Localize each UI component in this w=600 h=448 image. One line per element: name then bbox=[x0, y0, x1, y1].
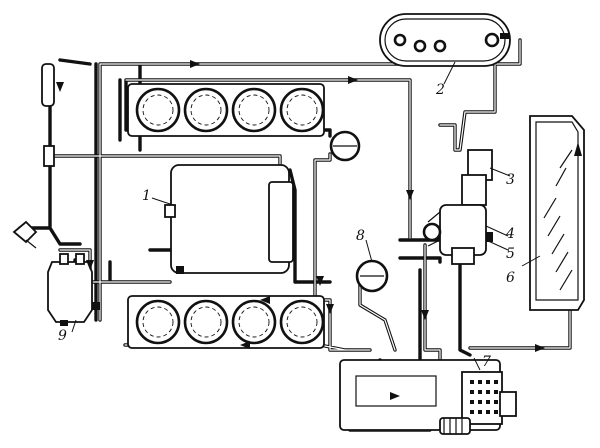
cylinder-wheel bbox=[279, 299, 325, 345]
label-2: 2 bbox=[435, 82, 445, 98]
cylinder-wheel bbox=[183, 87, 229, 133]
label-6: 6 bbox=[506, 270, 515, 286]
callout-labels: 1 2 3 4 5 6 7 8 9 bbox=[58, 82, 515, 370]
lower-cylinder-bank bbox=[127, 295, 325, 349]
cylinder-wheel bbox=[279, 87, 325, 133]
cylinder-wheel bbox=[135, 87, 181, 133]
upper-cylinder-bank bbox=[127, 83, 325, 137]
unit-3-4-5-valve-assembly bbox=[422, 149, 493, 265]
unit-8-pump bbox=[355, 259, 389, 293]
leader-lines bbox=[71, 61, 541, 371]
flow-arrows bbox=[56, 60, 545, 400]
label-4: 4 bbox=[505, 226, 515, 242]
cylinder-wheel bbox=[231, 299, 277, 345]
left-filter bbox=[12, 63, 55, 249]
label-3: 3 bbox=[506, 172, 515, 188]
label-9: 9 bbox=[58, 328, 67, 344]
label-1: 1 bbox=[142, 188, 151, 204]
label-7: 7 bbox=[482, 354, 491, 370]
unit-2-expansion-tank bbox=[379, 13, 511, 67]
cylinder-wheel bbox=[135, 299, 181, 345]
label-8: 8 bbox=[356, 228, 365, 244]
unit-6-radiator bbox=[529, 115, 585, 311]
label-5: 5 bbox=[506, 246, 515, 262]
unit-7-heat-exchanger bbox=[339, 359, 517, 435]
unit-9-tank bbox=[47, 253, 100, 326]
upper-pump bbox=[329, 130, 361, 162]
unit-1-block bbox=[164, 164, 294, 274]
cylinder-wheel bbox=[183, 299, 229, 345]
grille-holes bbox=[470, 380, 498, 414]
cylinder-wheel bbox=[231, 87, 277, 133]
